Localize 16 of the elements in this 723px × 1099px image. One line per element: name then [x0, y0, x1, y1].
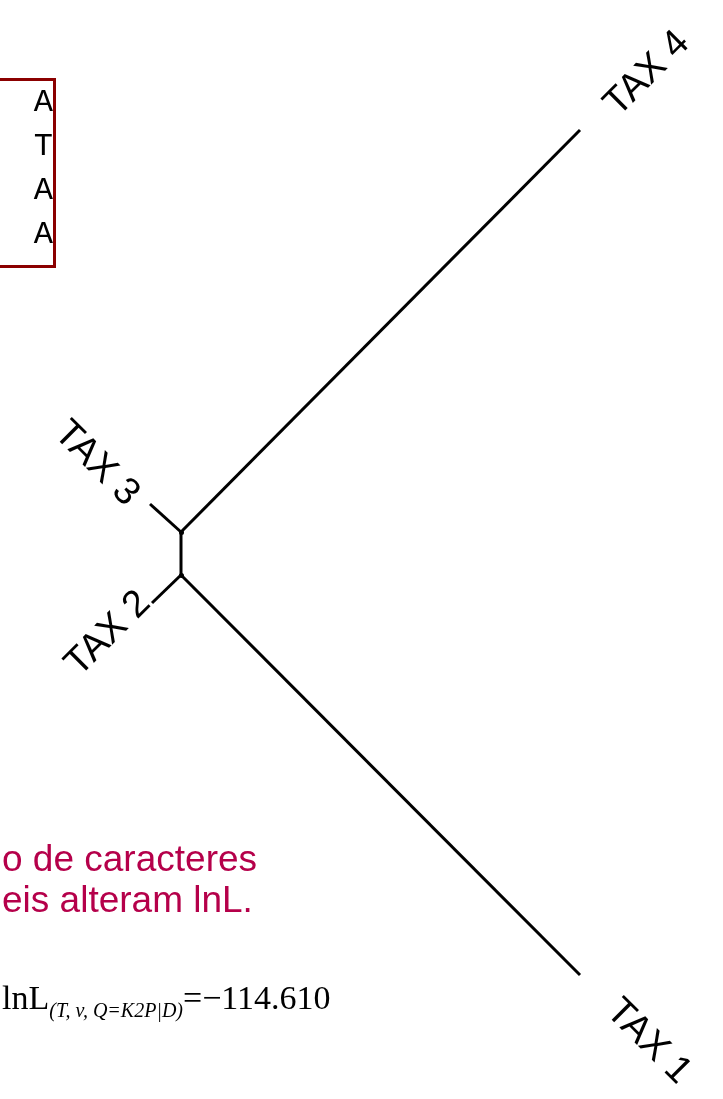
taxon-label: TAX 4 — [595, 22, 695, 122]
nucleotide-letter: T — [32, 127, 53, 167]
tree-branch — [149, 502, 182, 534]
sequence-column-box — [0, 78, 56, 268]
nucleotide-letter: A — [32, 83, 53, 123]
tree-branch — [150, 573, 183, 605]
branch-node — [178, 529, 184, 535]
nucleotide-letter: A — [32, 215, 53, 255]
likelihood-formula: lnL$_{(T, v, Q=K2P|D)}$=−114.610 — [2, 978, 331, 1022]
note-text: o de caracteres eis alteram lnL. — [2, 838, 259, 921]
tree-branch — [179, 573, 582, 977]
branch-node — [178, 572, 184, 578]
taxon-label: TAX 2 — [56, 582, 156, 682]
tree-branch — [179, 128, 582, 534]
nucleotide-letter: A — [32, 171, 53, 211]
tree-branch — [179, 532, 183, 575]
